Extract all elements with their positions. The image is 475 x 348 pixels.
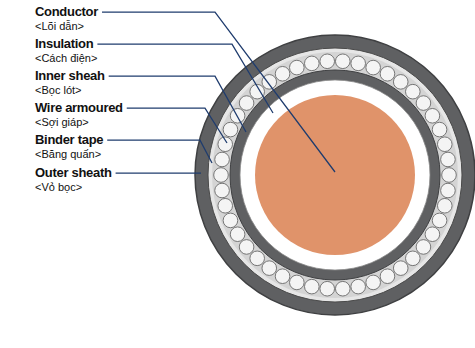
part-name: Binder tape [35,133,103,147]
part-name-vietnamese: <Bọc lót> [35,84,81,96]
armour-wire [223,213,238,228]
armour-wire [441,152,456,167]
armour-wire [432,122,447,137]
armour-wire [380,269,395,284]
armour-wire [416,96,431,111]
wire-armour-ring [212,52,458,298]
armour-wire [305,56,320,71]
leader-line [116,172,201,173]
part-name-vietnamese: <Lõi dẫn> [35,20,84,32]
armour-wire [215,152,230,167]
armour-wire [406,251,421,266]
armour-wire [393,75,408,90]
binder-tape-ring [208,48,462,302]
armour-wire [305,279,320,294]
armour-wire [416,240,431,255]
armour-wire [320,281,335,296]
armour-wire [223,122,238,137]
part-name-vietnamese: <Cách điện> [35,52,97,64]
armour-wire [366,60,381,75]
armour-wire [442,168,457,183]
armour-wire [437,198,452,213]
armour-wire [275,66,290,81]
armour-wire [351,279,366,294]
part-name: Wire armoured [35,101,123,115]
armour-wire [214,168,229,183]
armour-wire [290,275,305,290]
armour-wire [380,66,395,81]
part-name: Inner sheah [35,69,105,83]
insulation-ring [240,80,430,270]
armour-wire [366,275,381,290]
armour-wire [275,269,290,284]
part-name: Conductor [35,5,98,19]
armour-wire [218,198,233,213]
part-name-vietnamese: <Vỏ bọc> [35,181,82,193]
armour-wire [215,183,230,198]
armour-wire [406,84,421,99]
leader-line [97,44,273,113]
armour-wire [437,137,452,152]
armour-wire [262,261,277,276]
armour-wire [320,54,335,69]
armour-wire [290,60,305,75]
part-name: Insulation [35,37,93,51]
armour-wire [239,96,254,111]
armour-wire [335,281,350,296]
armour-wire [432,213,447,228]
armour-wire [239,240,254,255]
part-name: Outer sheath [35,166,112,180]
part-name-vietnamese: <Sợi giáp> [35,116,89,128]
inner-sheath-ring [230,70,440,280]
armour-wire [250,251,265,266]
leader-line [102,12,335,172]
part-name-vietnamese: <Băng quấn> [35,148,101,160]
outer-sheath-ring [195,35,475,315]
armour-wire [425,108,440,123]
conductor-core [255,95,415,255]
armour-wire [335,54,350,69]
armour-wire [393,261,408,276]
leader-line [127,108,227,143]
armour-wire [230,227,245,242]
leader-line [109,76,246,132]
leader-line [107,140,212,163]
armour-wires [214,54,457,296]
armour-wire [351,56,366,71]
armour-wire [425,227,440,242]
armour-wire [441,183,456,198]
